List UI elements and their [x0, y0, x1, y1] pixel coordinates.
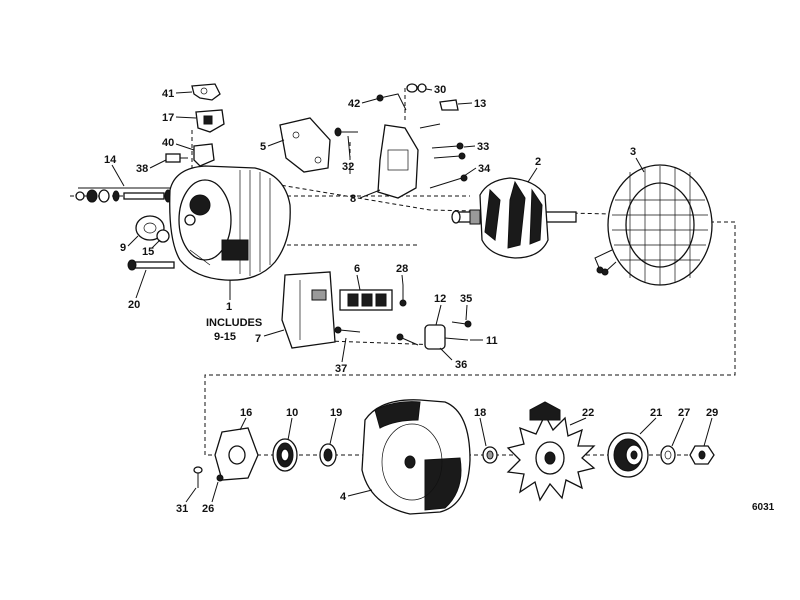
callout-35: 35 — [460, 293, 472, 305]
callout-41: 41 — [162, 88, 174, 100]
callout-4: 4 — [340, 491, 347, 503]
callout-34: 34 — [478, 163, 491, 175]
callout-16: 16 — [240, 407, 252, 419]
callout-37: 37 — [335, 363, 347, 375]
callout-2: 2 — [535, 156, 541, 168]
callout-36: 36 — [455, 359, 467, 371]
part-5-bracket — [279, 117, 331, 173]
callout-12: 12 — [434, 293, 446, 305]
part-28-screw — [399, 285, 407, 307]
part-33-screws — [431, 142, 466, 160]
callout-19: 19 — [330, 407, 342, 419]
part-19-collar — [319, 443, 337, 467]
callout-6: 6 — [354, 263, 360, 275]
part-29-nut — [689, 445, 715, 465]
callout-10: 10 — [286, 407, 298, 419]
includes-note-line1: INCLUDES — [206, 317, 262, 329]
callout-38: 38 — [136, 163, 148, 175]
callout-8: 8 — [350, 193, 356, 205]
part-18-spacer — [482, 446, 498, 464]
part-1-end-frame — [169, 165, 291, 281]
part-35-screw — [451, 320, 472, 328]
callout-42: 42 — [348, 98, 360, 110]
part-21-pulley — [607, 432, 649, 478]
part-36-screw — [396, 333, 419, 346]
callout-27: 27 — [678, 407, 690, 419]
part-34-screw — [429, 174, 468, 189]
part-41-clip — [191, 83, 221, 101]
part-26-washer — [216, 474, 224, 482]
part-3-stator — [594, 164, 713, 286]
part-20-bolt — [127, 259, 175, 271]
figure-code: 6031 — [752, 502, 775, 513]
part-42-screw — [376, 93, 407, 111]
part-13-pin — [419, 123, 441, 129]
callout-31: 31 — [176, 503, 188, 515]
callout-28: 28 — [396, 263, 408, 275]
part-7-rectifier — [281, 271, 336, 349]
part-8-brush-holder — [377, 124, 419, 199]
callout-7: 7 — [255, 333, 261, 345]
part-2-rotor — [451, 177, 577, 259]
callout-33: 33 — [477, 141, 489, 153]
callout-40: 40 — [162, 137, 174, 149]
callout-1: 1 — [226, 301, 232, 313]
part-37-screw — [334, 326, 361, 334]
part-30-nut — [406, 83, 427, 93]
callout-21: 21 — [650, 407, 662, 419]
part-32-screw — [334, 127, 358, 137]
part-31-screw — [193, 466, 203, 488]
callout-13: 13 — [474, 98, 486, 110]
part-13-clip — [439, 99, 459, 111]
part-22-fan — [506, 401, 596, 502]
callout-17: 17 — [162, 112, 174, 124]
part-27-washer — [660, 445, 676, 465]
callout-18: 18 — [474, 407, 486, 419]
part-4-drive-end-frame — [361, 399, 471, 515]
callout-20: 20 — [128, 299, 140, 311]
callout-14: 14 — [104, 154, 117, 166]
callout-29: 29 — [706, 407, 718, 419]
part-17-bracket — [195, 109, 225, 133]
callout-15: 15 — [142, 246, 154, 258]
callout-26: 26 — [202, 503, 214, 515]
callout-11: 11 — [486, 335, 498, 347]
callout-30: 30 — [434, 84, 446, 96]
callout-3: 3 — [630, 146, 636, 158]
callout-9: 9 — [120, 242, 126, 254]
callout-5: 5 — [260, 141, 266, 153]
leader-lines — [111, 88, 713, 503]
callout-22: 22 — [582, 407, 594, 419]
part-40-plate — [193, 143, 215, 167]
part-6-diode-trio — [339, 289, 393, 311]
part-16-retainer-plate — [214, 427, 259, 481]
part-38-screw — [165, 153, 188, 163]
part-10-bearing — [272, 438, 298, 472]
part-12-capacitor — [424, 324, 469, 350]
part-15-washer — [156, 229, 170, 243]
includes-note-line2: 9-15 — [214, 331, 236, 343]
callout-labels: 41 17 40 38 14 9 15 20 1 INCLUDES 9-15 5… — [104, 84, 775, 515]
part-14-bolt-assembly — [75, 187, 178, 203]
callout-32: 32 — [342, 161, 354, 173]
